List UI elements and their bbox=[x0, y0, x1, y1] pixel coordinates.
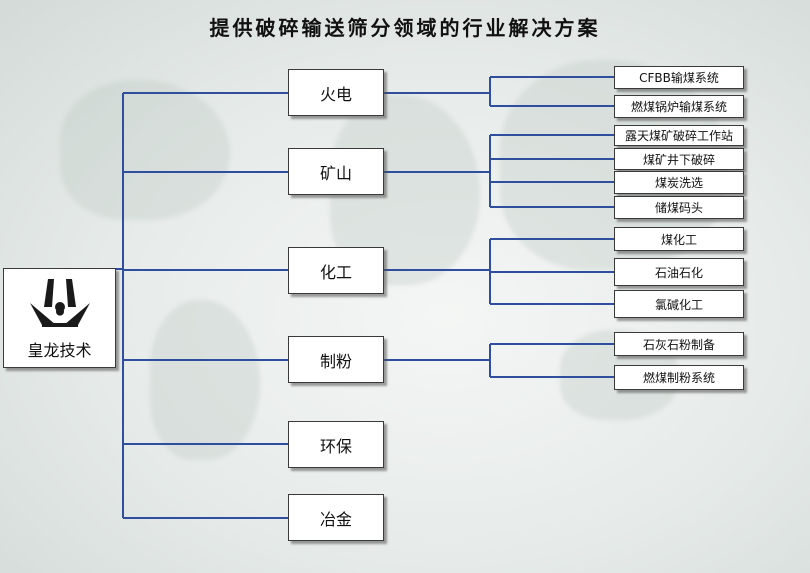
solution-node: 氯碱化工 bbox=[614, 290, 744, 318]
solution-node: 煤矿井下破碎 bbox=[614, 148, 744, 170]
category-node-chemical: 化工 bbox=[288, 247, 384, 294]
solution-node: CFBB输煤系统 bbox=[614, 66, 744, 89]
solution-node: 煤化工 bbox=[614, 227, 744, 251]
solution-node: 燃煤制粉系统 bbox=[614, 365, 744, 390]
page-title: 提供破碎输送筛分领域的行业解决方案 bbox=[209, 16, 601, 40]
solution-node: 煤炭洗选 bbox=[614, 171, 744, 194]
solution-node: 储煤码头 bbox=[614, 196, 744, 219]
category-node-powder: 制粉 bbox=[288, 336, 384, 383]
solution-node: 石油石化 bbox=[614, 258, 744, 286]
category-node-mining: 矿山 bbox=[288, 148, 384, 195]
huanglong-logo bbox=[29, 279, 90, 327]
category-node-metallurgy: 冶金 bbox=[288, 494, 384, 541]
world-map-bg bbox=[60, 80, 230, 220]
root-node: 皇龙技术 bbox=[3, 268, 116, 368]
world-map-bg bbox=[150, 300, 260, 460]
category-node-environment: 环保 bbox=[288, 421, 384, 468]
solution-node: 燃煤锅炉输煤系统 bbox=[614, 95, 744, 118]
solution-node: 石灰石粉制备 bbox=[614, 332, 744, 356]
category-node-power: 火电 bbox=[288, 69, 384, 116]
solution-node: 露天煤矿破碎工作站 bbox=[614, 125, 744, 146]
root-label: 皇龙技术 bbox=[27, 341, 92, 360]
